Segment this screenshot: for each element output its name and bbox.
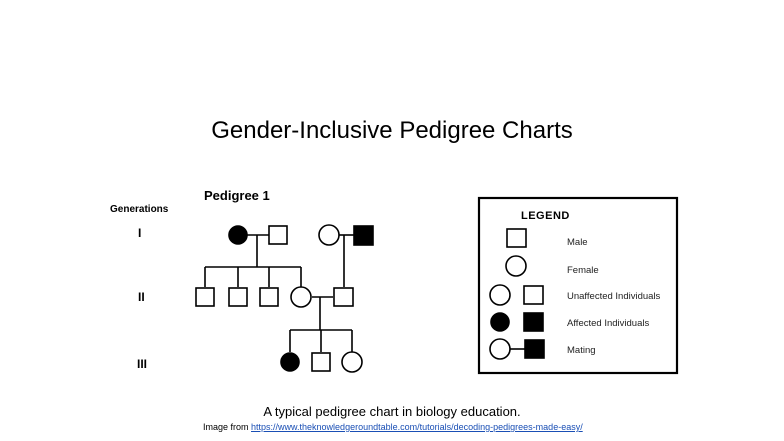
- legend-label-male: Male: [567, 237, 588, 248]
- gen1-affected-male: [353, 225, 374, 246]
- gen1-affected-female: [228, 225, 248, 245]
- legend-unaffected-female-icon: [489, 284, 511, 306]
- slide-caption: A typical pedigree chart in biology educ…: [263, 404, 521, 419]
- legend-unaffected-male-icon: [523, 285, 544, 305]
- credit-prefix: Image from: [203, 422, 252, 432]
- gen2-male-3: [259, 287, 279, 307]
- legend-border: [477, 196, 679, 375]
- generation-label-3: III: [137, 357, 147, 371]
- legend-label-mating: Mating: [567, 345, 596, 356]
- gen2-male-1: [195, 287, 215, 307]
- image-credit: Image from https://www.theknowledgeround…: [203, 422, 583, 432]
- legend-label-female: Female: [567, 265, 599, 276]
- gen2-male-spouse: [333, 287, 354, 307]
- credit-link[interactable]: https://www.theknowledgeroundtable.com/t…: [251, 422, 583, 432]
- legend-title: LEGEND: [521, 210, 570, 222]
- legend-female-icon: [505, 255, 527, 277]
- legend-male-icon: [506, 228, 527, 248]
- gen1-unaffected-female: [318, 224, 340, 246]
- legend-affected-male-icon: [523, 312, 544, 332]
- generation-label-1: I: [138, 226, 141, 240]
- gen3-unaffected-female: [341, 351, 363, 373]
- generation-label-2: II: [138, 290, 145, 304]
- generations-label: Generations: [110, 204, 169, 215]
- gen3-unaffected-male: [311, 352, 331, 372]
- legend-box: LEGEND Male Female Unaffected Individual…: [477, 196, 679, 375]
- pedigree-diagram: Pedigree 1 Generations I II III: [110, 188, 374, 373]
- legend-affected-female-icon: [490, 312, 510, 332]
- gen2-male-2: [228, 287, 248, 307]
- legend-mating-male-icon: [524, 339, 545, 359]
- legend-mating-female-icon: [489, 338, 511, 360]
- legend-label-unaffected: Unaffected Individuals: [567, 291, 661, 302]
- slide-title: Gender-Inclusive Pedigree Charts: [211, 117, 573, 144]
- pedigree-lines: [204, 234, 354, 352]
- gen2-female: [290, 286, 312, 308]
- gen1-unaffected-male: [268, 225, 288, 245]
- gen3-affected-female: [280, 352, 300, 372]
- legend-label-affected: Affected Individuals: [567, 318, 649, 329]
- pedigree-title: Pedigree 1: [204, 188, 270, 203]
